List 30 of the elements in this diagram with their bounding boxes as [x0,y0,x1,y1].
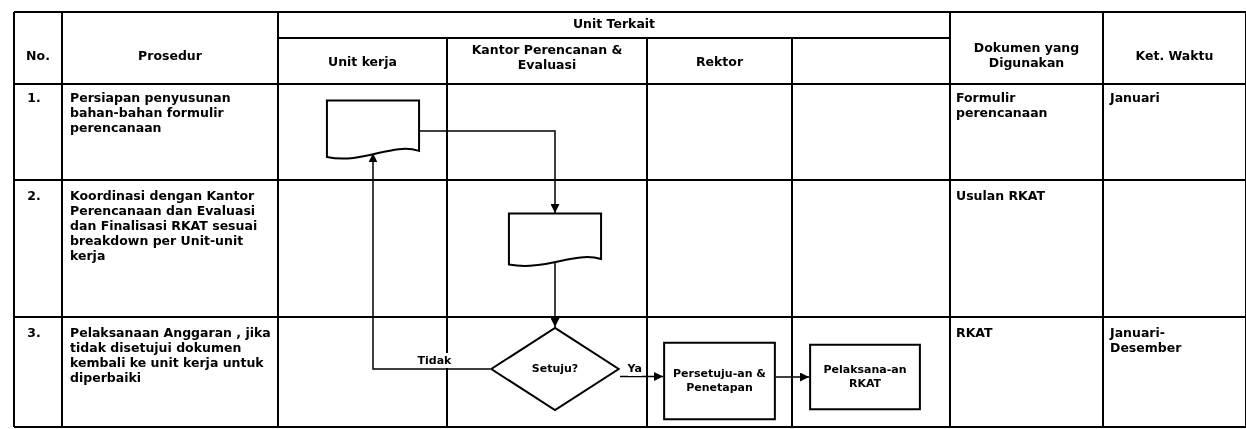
column-header: No. [25,48,51,63]
arrow [368,152,491,370]
edge-label: Tidak [417,353,452,368]
procedure-text: Pelaksanaan Anggaran , jika tidak disetujui dokumen kembali ke unit kerja untuk diperbaiki [70,325,272,385]
procedure-text: Persiapan penyusunan bahan-bahan formulir perencanaan [70,90,232,135]
time-text: Januari [1110,90,1161,105]
arrow [775,372,810,382]
procedure-text: Koordinasi dengan Kantor Perencanaan dan Evaluasi dan Finalisasi RKAT sesuai breakdown per Unit-unit kerja [70,188,259,263]
column-header: Prosedur [137,48,203,63]
document-text: RKAT [956,325,994,340]
arrow [550,260,560,328]
arrow [619,372,664,381]
document-shape [508,213,602,269]
arrow [419,130,560,214]
process-box: Pelaksana-an RKAT [809,344,921,410]
decision-diamond: Setuju? [490,327,620,411]
document-text: Formulir perencanaan [956,90,1049,120]
column-header: Ket. Waktu [1134,48,1215,63]
time-text: Januari-Desember [1110,325,1183,355]
step-number: 1. [26,90,42,105]
document-text: Usulan RKAT [956,188,1046,203]
lane-header: Unit kerja [327,54,398,69]
step-number: 2. [26,188,42,203]
lane-header: Kantor Perencanan & Evaluasi [470,42,624,72]
process-box: Persetuju-an & Penetapan [663,342,776,420]
lane-header: Rektor [694,54,745,69]
group-header: Unit Terkait [571,16,657,31]
document-shape [326,100,420,162]
column-header: Dokumen yang Digunakan [972,40,1081,70]
step-number: 3. [26,325,42,340]
